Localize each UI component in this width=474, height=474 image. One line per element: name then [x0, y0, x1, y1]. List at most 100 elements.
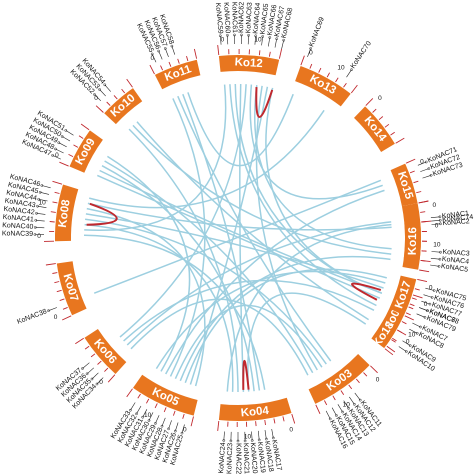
scale-tick [168, 61, 172, 67]
scale-tick [190, 416, 194, 427]
gene-leader-line [251, 431, 253, 441]
gene-leader-line [430, 258, 440, 260]
scale-tick [291, 413, 296, 424]
chromosome-Ko11 [154, 59, 201, 90]
gene-marker [254, 34, 258, 38]
gene-leader-line [151, 53, 157, 63]
scale-tick [409, 170, 415, 174]
scale-tick [95, 105, 104, 113]
gene-leader-line [416, 313, 426, 318]
gene-marker [247, 33, 250, 37]
gene-marker [226, 33, 229, 37]
synteny-link [101, 165, 255, 392]
gene-leader-line [48, 307, 58, 311]
gene-label: KoNAC61 [230, 2, 238, 33]
gene-leader-line [41, 185, 51, 189]
scale-tick [384, 123, 390, 128]
tandem-duplications [86, 87, 382, 390]
tick-label-start: 0 [378, 95, 382, 102]
scale-tick [54, 191, 60, 194]
scale-tick [106, 101, 111, 106]
gene-leader-line [430, 264, 440, 267]
scale-tick [52, 272, 58, 274]
gene-leader-line [181, 424, 185, 434]
gene-leader-line [38, 199, 48, 202]
gene-leader-line [420, 168, 429, 172]
scale-tick [59, 161, 69, 167]
gene-marker [81, 367, 84, 370]
gene-leader-line [281, 40, 284, 50]
gene-marker [426, 309, 429, 313]
gene-leader-line [165, 48, 169, 58]
gene-leader-line [337, 404, 343, 413]
scale-tick [391, 339, 396, 343]
tick-label-start: 0 [420, 159, 424, 166]
scale-tick [414, 288, 420, 291]
gene-marker [439, 250, 442, 254]
gene-marker [423, 315, 427, 319]
gene-label: KoNAC62 [238, 2, 246, 33]
gene-leader-line [94, 94, 102, 102]
gene-leader-line [91, 372, 99, 380]
chromosome-Ko08 [54, 184, 79, 242]
tandem-link [86, 202, 118, 226]
gene-leader-line [421, 300, 430, 305]
gene-marker [236, 439, 240, 443]
gene-leader-line [40, 192, 50, 195]
chromosome-Ko06 [84, 329, 127, 374]
gene-marker [218, 34, 222, 38]
gene-label: KoNAC18 [263, 441, 274, 473]
gene-marker [60, 135, 64, 138]
gene-marker [243, 439, 247, 443]
gene-leader-line [346, 69, 352, 78]
gene-marker [240, 33, 243, 37]
scale-tick [73, 144, 79, 148]
gene-marker [170, 44, 174, 48]
gene-leader-line [343, 400, 349, 409]
tick-label-start: 0 [55, 152, 59, 159]
gene-label: KoNAC1 [442, 210, 470, 220]
gene-marker [167, 427, 170, 431]
gene-marker [275, 37, 279, 41]
gene-marker [428, 302, 432, 306]
scale-tick [355, 378, 360, 384]
gene-leader-line [268, 37, 271, 47]
gene-leader-line [331, 407, 337, 416]
tick-label-start: 0 [424, 301, 428, 308]
scale-tick [264, 419, 266, 426]
scale-tick [395, 137, 405, 144]
scale-tick [421, 220, 432, 223]
gene-marker [309, 47, 313, 50]
gene-leader-line [423, 294, 433, 298]
gene-label: KoNAC41 [2, 214, 34, 224]
synteny-links [83, 83, 392, 393]
scale-tick [217, 45, 220, 56]
scale-tick [372, 108, 377, 113]
gene-marker [173, 429, 177, 433]
synteny-link [265, 87, 383, 294]
gene-leader-line [258, 430, 260, 440]
gene-marker [141, 415, 145, 419]
scale-tick [273, 418, 276, 424]
scale-tick [340, 390, 345, 395]
synteny-link [255, 85, 318, 371]
gene-marker [38, 190, 42, 194]
gene-marker [222, 439, 226, 442]
synteny-link [155, 270, 386, 369]
gene-label: KoNAC24 [218, 442, 227, 474]
gene-marker [57, 141, 61, 145]
gene-marker [37, 197, 41, 201]
scale-tick [121, 88, 126, 94]
scale-tick [160, 65, 164, 71]
gene-marker [229, 439, 233, 443]
synteny-link [126, 221, 392, 346]
tick-label-start: 0 [432, 202, 436, 209]
scale-tick [52, 180, 63, 185]
scale-tick [146, 398, 150, 404]
gene-marker [358, 398, 362, 402]
gene-label: KoNAC63 [245, 2, 254, 34]
tick-label-start: 0 [94, 95, 98, 102]
gene-leader-line [104, 84, 111, 92]
gene-marker [34, 218, 38, 222]
gene-label: KoNAC40 [2, 222, 34, 231]
